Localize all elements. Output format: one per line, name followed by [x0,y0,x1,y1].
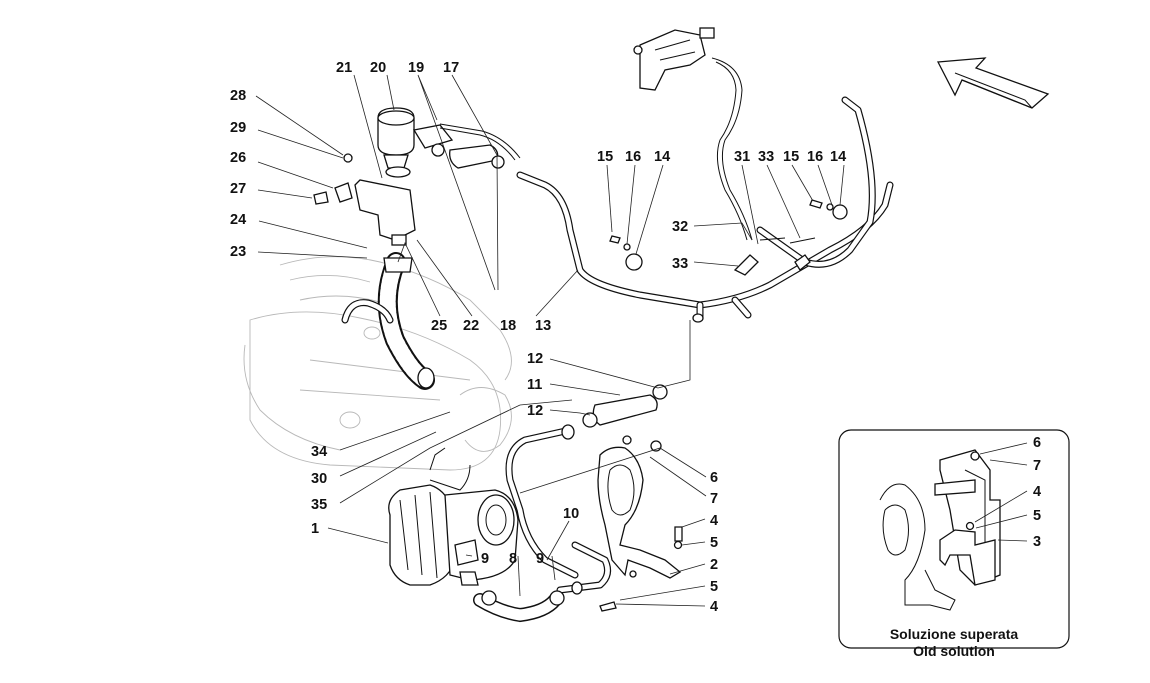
callout: 24 [230,212,246,228]
inset-caption-italian: Soluzione superata [890,626,1019,642]
callout: 22 [463,318,479,334]
callout: 12 [527,351,543,367]
inset-caption: Soluzione superata Old solution [890,626,1019,659]
callout: 32 [672,219,688,235]
callout: 7 [1033,458,1041,474]
callout: 8 [509,551,517,567]
callout-labels: 21 20 19 17 28 29 26 27 24 23 25 22 18 1… [230,60,1041,615]
callout: 34 [311,444,327,460]
callout: 12 [527,403,543,419]
main-pipe [516,96,894,323]
callout: 6 [710,470,718,486]
callout: 2 [710,557,718,573]
callout: 13 [535,318,551,334]
callout: 31 [734,149,750,165]
callout: 25 [431,318,447,334]
callout: 17 [443,60,459,76]
callout: 4 [1033,484,1041,500]
callout: 5 [710,579,718,595]
callout: 28 [230,88,246,104]
callout: 26 [230,150,246,166]
callout: 33 [672,256,688,272]
leader-lines [255,74,1028,607]
callout: 18 [500,318,516,334]
direction-arrow-icon [936,57,1050,109]
callout: 16 [625,149,641,165]
callout: 30 [311,471,327,487]
air-pump [388,447,519,586]
callout: 21 [336,60,352,76]
callout: 29 [230,120,246,136]
clamps-upper-right [609,199,848,276]
callout: 27 [230,181,246,197]
upper-hoses [431,123,521,169]
callout: 4 [710,513,718,529]
inset-caption-english: Old solution [913,643,995,659]
check-valve-assembly [313,107,454,246]
callout: 16 [807,149,823,165]
callout: 5 [710,535,718,551]
callout: 4 [710,599,718,615]
callout: 14 [654,149,670,165]
callout: 23 [230,244,246,260]
callout: 5 [1033,508,1041,524]
callout: 11 [527,377,542,393]
callout: 9 [536,551,544,567]
callout: 10 [563,506,579,522]
solenoid-valve [633,27,753,241]
hoses-11-12 [505,384,668,595]
elbow-hose [473,590,565,623]
inset-old-solution [838,429,1070,649]
callout: 35 [311,497,327,513]
callout: 9 [481,551,489,567]
engine-background [243,256,512,471]
callout: 20 [370,60,386,76]
callout: 6 [1033,435,1041,451]
callout: 1 [311,521,319,537]
corrugated-hose [341,252,435,390]
callout: 7 [710,491,718,507]
callout: 14 [830,149,846,165]
callout: 15 [783,149,799,165]
callout: 33 [758,149,774,165]
callout: 3 [1033,534,1041,550]
callout: 19 [408,60,424,76]
mounting-bracket [597,435,683,612]
callout: 15 [597,149,613,165]
